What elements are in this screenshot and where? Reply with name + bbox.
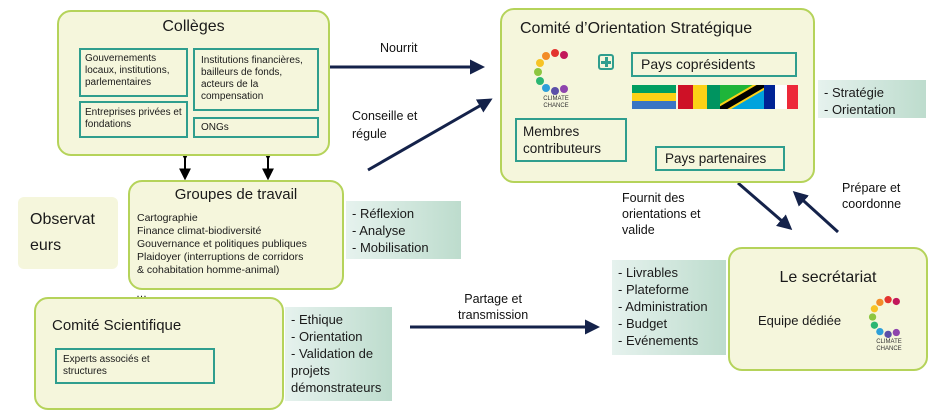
secretariat-title: Le secrétariat	[779, 269, 877, 286]
arrow-prepare	[792, 190, 840, 234]
label-conseille: Conseille et régule	[352, 109, 418, 141]
cos-membres-contributeurs: Membres contributeurs	[515, 118, 627, 162]
groupes-more: …	[136, 288, 147, 300]
flag-tanzania	[720, 85, 764, 109]
cos-climate-chance-logo: CLIMATE CHANCE	[533, 48, 579, 109]
cos-side-note: - Stratégie - Orientation	[818, 80, 926, 118]
flag-gabon	[632, 85, 676, 109]
scientifique-title: Comité Scientifique	[52, 317, 182, 334]
groupes-items: Cartographie Finance climat-biodiversité…	[137, 212, 307, 276]
secretariat-box: Le secrétariat Equipe dédiée	[728, 247, 928, 371]
cos-logo-text: CLIMATE CHANCE	[543, 96, 569, 109]
groupes-title: Groupes de travail	[174, 186, 298, 203]
college-entreprises: Entreprises privées et fondations	[79, 101, 188, 138]
label-partage: Partage et transmission	[458, 292, 529, 322]
arrow-fournit	[737, 181, 793, 230]
scientifique-side-note: - Ethique - Orientation - Validation de …	[285, 307, 392, 401]
flag-france	[764, 85, 798, 109]
cos-pays-copresidents: Pays coprésidents	[631, 52, 797, 77]
cos-title: Comité d’Orientation Stratégique	[520, 20, 753, 37]
plus-icon	[598, 54, 614, 70]
observateurs-box: Observat eurs	[18, 197, 118, 269]
label-nourrit: Nourrit	[380, 41, 418, 55]
scientifique-experts: Experts associés et structures	[55, 348, 215, 384]
secretariat-climate-chance-logo: CLIMATE CHANCE	[868, 295, 910, 355]
label-prepare: Prépare et coordonne	[842, 181, 902, 211]
secretariat-logo-text: CLIMATE CHANCE	[876, 339, 902, 352]
secretariat-equipe: Equipe dédiée	[758, 313, 842, 328]
colleges-title: Collèges	[162, 18, 225, 35]
cos-pays-partenaires: Pays partenaires	[655, 146, 785, 171]
college-institutions-financieres: Institutions financières, bailleurs de f…	[193, 48, 319, 111]
groupes-box: Groupes de travail Cartographie Finance …	[128, 180, 344, 290]
flag-guinea	[678, 85, 722, 109]
groupes-side-note: - Réflexion - Analyse - Mobilisation	[346, 201, 461, 259]
college-ongs: ONGs	[193, 117, 319, 138]
college-gouvernements: Gouvernements locaux, institutions, parl…	[79, 48, 188, 97]
label-fournit: Fournit des orientations et valide	[622, 191, 701, 237]
arrow-conseille	[367, 98, 493, 172]
secretariat-side-note: - Livrables - Plateforme - Administratio…	[612, 260, 726, 355]
